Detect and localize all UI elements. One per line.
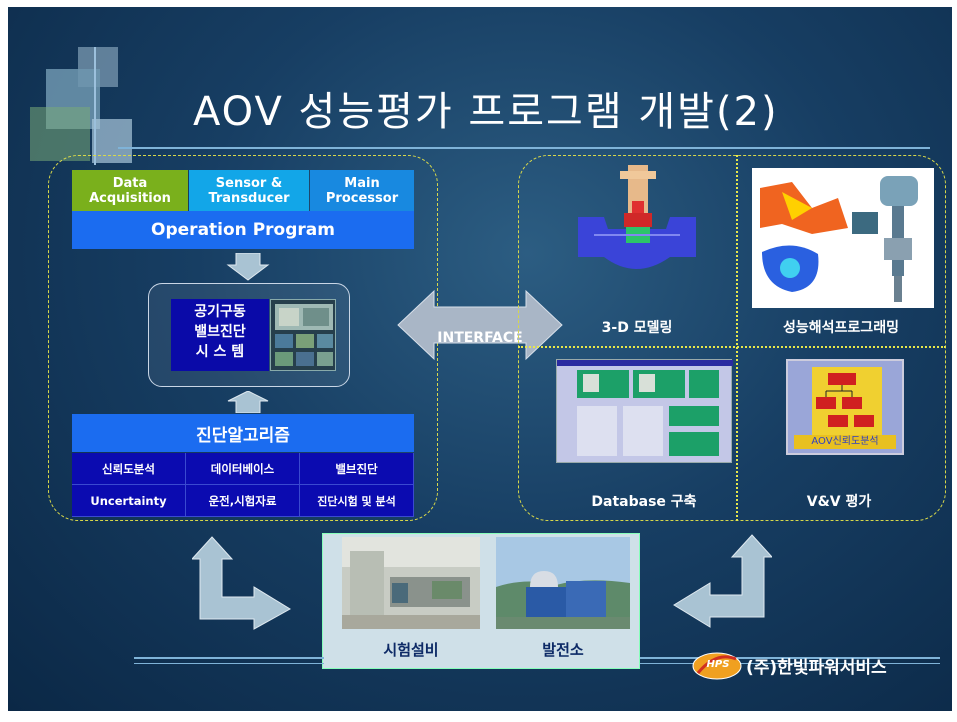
power-plant-label: 발전소 bbox=[542, 641, 584, 659]
title-decoration-square bbox=[30, 107, 90, 161]
footer-line bbox=[134, 657, 324, 659]
bent-arrow-right-icon bbox=[673, 534, 772, 628]
title-underline bbox=[118, 147, 930, 149]
algorithm-cell: 운전,시험자료 bbox=[186, 485, 300, 517]
valve-3d-model-image bbox=[578, 165, 696, 269]
algorithm-cell: 데이터베이스 bbox=[186, 453, 300, 485]
database-screen-image bbox=[556, 359, 733, 463]
analysis-image bbox=[752, 168, 934, 308]
right-panel-divider-horizontal bbox=[518, 346, 946, 348]
vv-label: V&V 평가 bbox=[806, 494, 872, 510]
company-name: (주)한빛파워서비스 bbox=[746, 658, 887, 678]
modeling-label: 3-D 모델링 bbox=[601, 320, 673, 336]
title-decoration-line bbox=[94, 47, 96, 165]
header-sensor-transducer: Sensor & Transducer bbox=[189, 170, 309, 211]
up-arrow-icon bbox=[227, 391, 269, 413]
database-label: Database 구축 bbox=[591, 494, 697, 510]
page-title: AOV 성능평가 프로그램 개발(2) bbox=[193, 89, 779, 135]
algorithm-title-box: 진단알고리즘 bbox=[72, 414, 414, 452]
algorithm-cell: 밸브진단 bbox=[300, 453, 414, 485]
footer-line bbox=[134, 663, 324, 664]
test-facility-label: 시험설비 bbox=[383, 641, 439, 659]
slide: AOV 성능평가 프로그램 개발(2) Data Acquisition Sen… bbox=[8, 7, 952, 711]
algorithm-grid: 신뢰도분석 데이터베이스 밸브진단 Uncertainty 운전,시험자료 진단… bbox=[72, 453, 414, 517]
footer-line bbox=[640, 657, 940, 659]
company-logo-text: HPS bbox=[706, 659, 730, 670]
down-arrow-icon bbox=[226, 253, 270, 281]
interface-label: INTERFACE bbox=[437, 330, 523, 346]
analysis-label: 성능해석프로그래밍 bbox=[783, 320, 899, 336]
header-data-acquisition: Data Acquisition bbox=[72, 170, 188, 211]
vv-image-caption: AOV신뢰도분석 bbox=[794, 435, 896, 449]
algorithm-cell: 진단시험 및 분석 bbox=[300, 485, 414, 517]
diagnosis-system-label: 공기구동 밸브진단 시 스 템 bbox=[171, 299, 269, 371]
header-main-processor: Main Processor bbox=[310, 170, 414, 211]
operation-program-box: Operation Program bbox=[72, 211, 414, 249]
right-panel-divider-vertical bbox=[736, 155, 738, 521]
footer-line bbox=[640, 663, 940, 664]
interface-double-arrow bbox=[397, 289, 563, 361]
algorithm-cell: 신뢰도분석 bbox=[72, 453, 186, 485]
company-logo-icon bbox=[692, 652, 742, 680]
right-panel bbox=[518, 155, 946, 521]
algorithm-cell: Uncertainty bbox=[72, 485, 186, 517]
system-screen-image bbox=[270, 299, 336, 371]
test-facility-photo bbox=[342, 537, 480, 629]
bent-arrow-left-icon bbox=[192, 536, 291, 630]
power-plant-photo bbox=[496, 537, 630, 629]
